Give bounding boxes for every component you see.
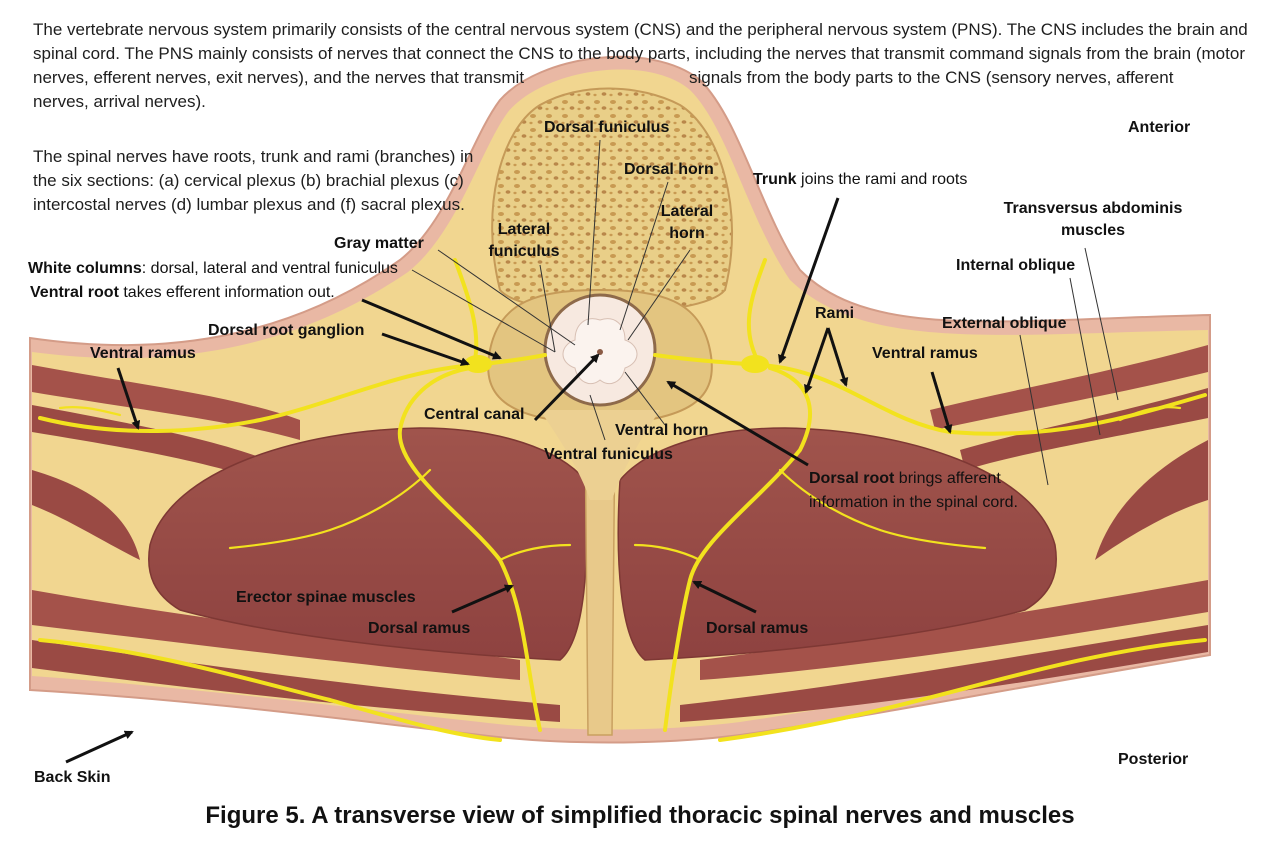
label-rami: Rami	[815, 305, 855, 322]
dorsal-root-ganglion-left	[464, 355, 492, 373]
pointer-arrows	[65, 197, 953, 764]
transversus-muscle-right	[1095, 440, 1208, 560]
intro-line-3a: nerves, efferent nerves, exit nerves), a…	[33, 68, 525, 87]
label-dorsal-root: Dorsal root brings afferent information …	[809, 467, 1018, 515]
arrow-ventral-ramus-right	[930, 371, 953, 434]
label-lateral-funiculus-2: funiculus	[488, 243, 560, 260]
intro-line-1: The vertebrate nervous system primarily …	[33, 20, 1248, 39]
arrow-dorsal-root	[666, 380, 809, 467]
label-gray-matter: Gray matter	[334, 235, 424, 252]
label-lateral-horn: Lateral horn	[652, 201, 722, 245]
label-transversus-abdominis: Transversus abdominis muscles	[992, 198, 1194, 242]
intro-line-3: nerves, efferent nerves, exit nerves), a…	[33, 66, 1248, 90]
intro-line-2: spinal cord. The PNS mainly consists of …	[33, 44, 1245, 63]
arrow-dorsal-root-ganglion	[381, 332, 470, 366]
oblique-muscle-right	[930, 345, 1208, 430]
arrow-ventral-root	[361, 298, 502, 360]
lower-muscle-band-right-2	[680, 625, 1208, 722]
label-posterior: Posterior	[1118, 751, 1189, 768]
label-white-columns-bold: White columns	[28, 260, 142, 277]
intro-line-4: nerves, arrival nerves).	[33, 92, 206, 111]
label-dorsal-ramus-left: Dorsal ramus	[368, 620, 471, 637]
label-dorsal-horn: Dorsal horn	[624, 161, 714, 178]
label-central-canal: Central canal	[424, 406, 525, 423]
arrow-dorsal-ramus-left	[451, 584, 514, 614]
transversus-muscle-left	[32, 405, 280, 485]
lower-muscle-band-left-2	[32, 590, 520, 680]
label-dorsal-root-ganglion: Dorsal root ganglion	[208, 322, 365, 339]
intro-line-3b: signals from the body parts to the CNS (…	[689, 68, 1174, 87]
lamina	[540, 410, 660, 500]
central-canal	[597, 349, 603, 355]
label-trunk-rest: joins the rami and roots	[796, 171, 968, 188]
spinal-nerves-line-2: the six sections: (a) cervical plexus (b…	[33, 171, 464, 190]
label-lateral-horn-1: Lateral	[660, 203, 714, 220]
label-lateral-funiculus: Lateral funiculus	[484, 219, 564, 263]
label-ventral-root-bold: Ventral root	[30, 284, 119, 301]
label-lateral-funiculus-1: Lateral	[497, 221, 551, 238]
label-internal-oblique: Internal oblique	[956, 257, 1076, 274]
thin-leader-lines	[411, 139, 1119, 486]
label-ventral-funiculus: Ventral funiculus	[544, 446, 673, 463]
label-ventral-horn: Ventral horn	[615, 422, 709, 439]
figure-caption: Figure 5. A transverse view of simplifie…	[205, 802, 1075, 829]
intro-paragraph: The vertebrate nervous system primarily …	[33, 18, 1248, 114]
lower-muscle-band-left-1	[32, 470, 140, 560]
arrow-central-canal	[533, 353, 600, 422]
spinal-nerves-paragraph: The spinal nerves have roots, trunk and …	[33, 145, 473, 217]
label-dorsal-root-rest: brings afferent	[894, 470, 1001, 487]
label-external-oblique: External oblique	[942, 315, 1067, 332]
spinal-nerves-line-3: intercostal nerves (d) lumbar plexus and…	[33, 195, 465, 214]
spinal-nerves-line-1: The spinal nerves have roots, trunk and …	[33, 147, 474, 166]
arrow-back-skin	[65, 730, 134, 764]
label-transversus-1: Transversus abdominis	[1003, 200, 1183, 217]
label-back-skin: Back Skin	[34, 769, 111, 786]
label-white-columns: White columns: dorsal, lateral and ventr…	[28, 258, 398, 280]
label-lateral-horn-2: horn	[669, 225, 705, 242]
arrow-dorsal-ramus-right	[692, 580, 757, 614]
arrow-ventral-ramus-left	[116, 367, 141, 430]
label-transversus-2: muscles	[1060, 222, 1126, 239]
label-white-columns-rest: : dorsal, lateral and ventral funiculus	[141, 260, 398, 277]
arrow-trunk	[778, 197, 840, 364]
label-ventral-ramus-right: Ventral ramus	[872, 345, 978, 362]
internal-oblique-muscle-right	[960, 388, 1208, 470]
label-ventral-root: Ventral root takes efferent information …	[30, 282, 335, 304]
oblique-muscle-left	[32, 365, 300, 440]
label-anterior: Anterior	[1128, 119, 1191, 136]
arrow-rami-2	[826, 327, 849, 387]
label-dorsal-root-line-2: information in the spinal cord.	[809, 494, 1018, 511]
label-dorsal-ramus-right: Dorsal ramus	[706, 620, 809, 637]
nerve-paths	[38, 258, 1207, 742]
arrow-rami-1	[804, 327, 830, 394]
lower-muscle-band-right-1	[700, 580, 1208, 680]
dorsal-root-ganglion-right	[741, 355, 769, 373]
label-trunk-bold: Trunk	[753, 171, 797, 188]
nerve-branches	[58, 406, 1182, 562]
label-ventral-root-rest: takes efferent information out.	[118, 284, 335, 301]
label-erector-spinae: Erector spinae muscles	[236, 589, 416, 606]
label-dorsal-funiculus: Dorsal funiculus	[544, 119, 670, 136]
erector-spinae-right	[617, 427, 1057, 661]
label-dorsal-root-bold: Dorsal root	[809, 470, 895, 487]
label-trunk: Trunk joins the rami and roots	[753, 169, 967, 191]
label-ventral-ramus-left: Ventral ramus	[90, 345, 196, 362]
